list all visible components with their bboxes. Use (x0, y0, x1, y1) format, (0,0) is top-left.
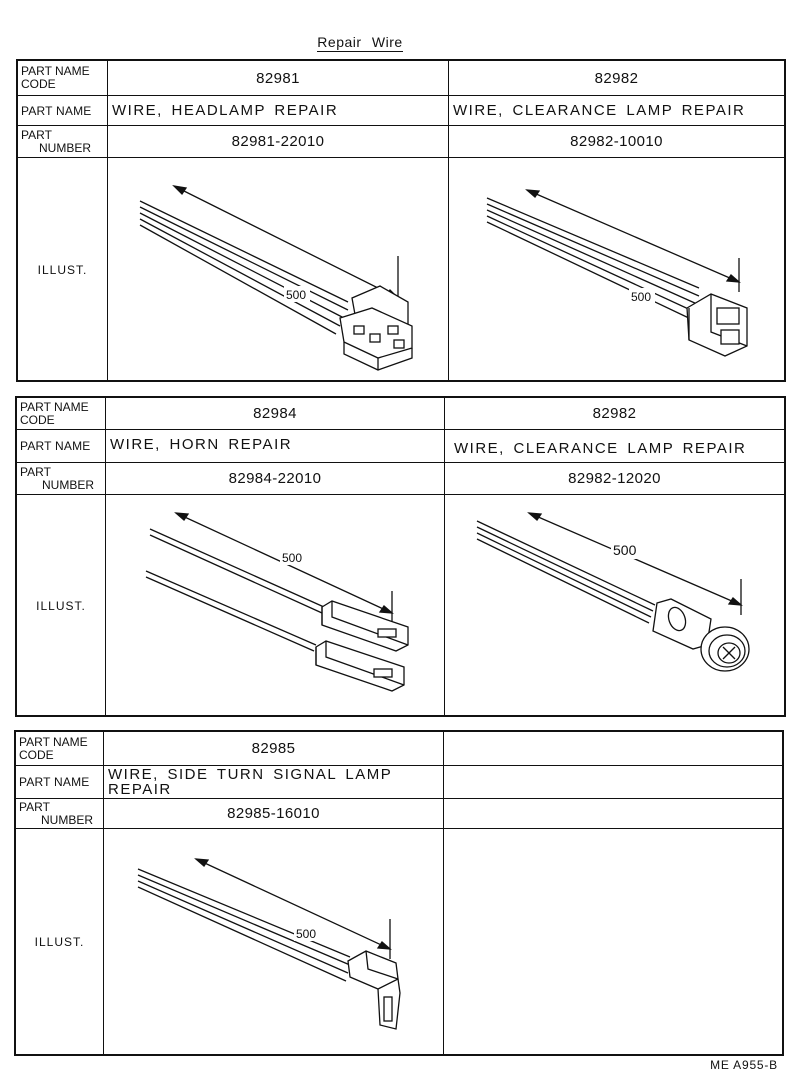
part-number: 82984-22010 (228, 470, 322, 487)
page-footer-code: ME A955-B (710, 1058, 778, 1072)
dimension-label: 500 (296, 927, 316, 941)
part-number: 82982-10010 (570, 133, 663, 150)
dimension-label: 500 (631, 290, 651, 304)
part-name-label: PART NAME (19, 775, 90, 789)
part-code: 82985 (251, 740, 296, 757)
illust-label: ILLUST. (36, 599, 86, 613)
dimension-label: 500 (282, 551, 302, 565)
part-name-label: PART NAME (20, 439, 91, 453)
clearance-lamp-wire-illustration: 500 (486, 189, 748, 357)
part-number: 82985-16010 (227, 805, 320, 822)
round-socket-wire-illustration: 500 (476, 512, 750, 672)
part-name: WIRE, CLEARANCE LAMP REPAIR (454, 439, 747, 457)
illust-label: ILLUST. (34, 934, 85, 949)
part-code: 82982 (592, 405, 637, 422)
part-code: 82982 (594, 69, 639, 87)
part-code: 82981 (256, 69, 300, 87)
side-turn-signal-wire-illustration: 500 (137, 858, 401, 1030)
part-name-label: PART NAME (21, 103, 92, 118)
dimension-label: 500 (613, 542, 637, 558)
dimension-label: 500 (286, 288, 306, 302)
horn-wire-illustration: 500 (145, 512, 409, 692)
headlamp-wire-illustration: 500 (139, 185, 413, 371)
part-name: WIRE, HEADLAMP REPAIR (112, 102, 339, 119)
part-name: WIRE, CLEARANCE LAMP REPAIR (453, 102, 746, 119)
illust-label: ILLUST. (37, 263, 88, 277)
page-title: Repair Wire (317, 34, 403, 52)
part-code (444, 732, 782, 765)
part-number (444, 799, 782, 828)
part-name (444, 766, 782, 798)
part-name: WIRE, HORN REPAIR (110, 435, 293, 453)
part-code: 82984 (253, 405, 297, 422)
part-number: 82981-22010 (231, 133, 325, 150)
part-number: 82982-12020 (568, 470, 661, 487)
